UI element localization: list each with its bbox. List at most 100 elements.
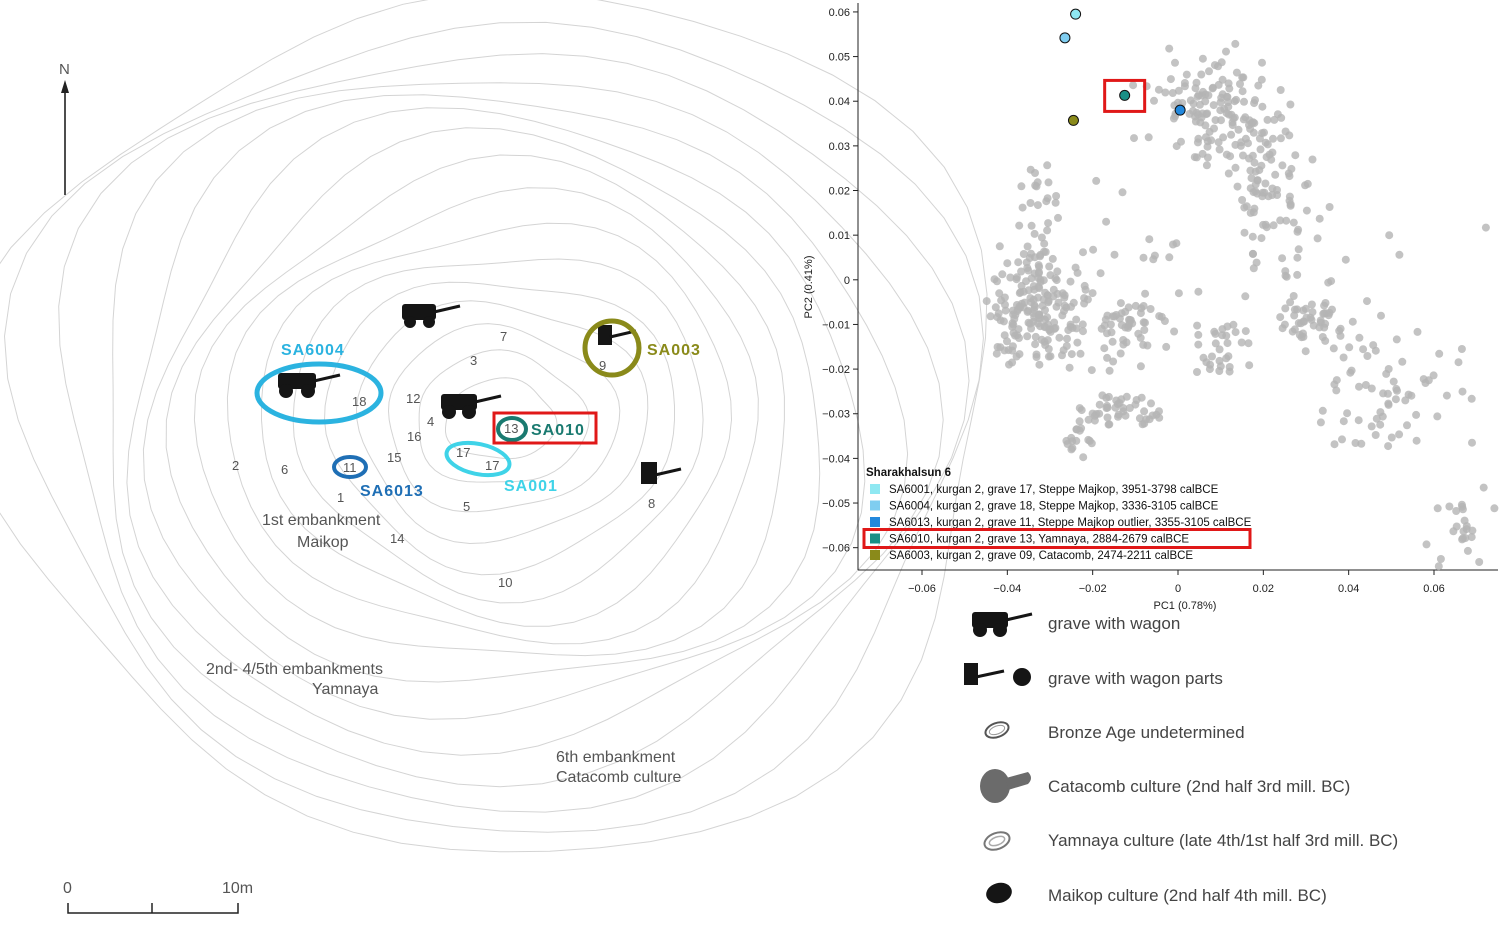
- reference-point: [1078, 320, 1087, 329]
- reference-point: [1224, 79, 1233, 88]
- reference-point: [1371, 431, 1380, 439]
- reference-point: [1206, 360, 1215, 369]
- reference-point: [1263, 115, 1272, 124]
- reference-point: [1234, 125, 1243, 134]
- reference-point: [1079, 453, 1088, 462]
- reference-point: [1223, 339, 1232, 348]
- reference-point: [1218, 325, 1227, 334]
- reference-point: [1041, 288, 1050, 297]
- reference-point: [1075, 417, 1084, 426]
- reference-point: [1261, 179, 1270, 188]
- reference-point: [1238, 73, 1247, 82]
- reference-point: [1136, 362, 1145, 371]
- reference-point: [1006, 273, 1015, 282]
- reference-point: [1009, 328, 1018, 337]
- reference-point: [1301, 304, 1310, 313]
- reference-point: [1065, 363, 1074, 372]
- reference-point: [1012, 352, 1021, 361]
- reference-point: [992, 349, 1001, 358]
- key-label: Bronze Age undetermined: [1048, 723, 1245, 742]
- reference-point: [1140, 407, 1149, 416]
- reference-point: [1278, 254, 1287, 263]
- reference-point: [1102, 217, 1111, 226]
- reference-point: [1258, 102, 1267, 111]
- reference-point: [1015, 334, 1023, 342]
- reference-point: [1261, 220, 1270, 229]
- reference-point: [1096, 269, 1105, 278]
- x-tick-label: 0.02: [1253, 583, 1274, 595]
- reference-point: [1347, 366, 1356, 375]
- reference-point: [1003, 337, 1011, 346]
- reference-point: [1295, 330, 1304, 339]
- reference-point: [1064, 326, 1073, 335]
- reference-point: [1256, 145, 1265, 154]
- reference-point: [1384, 399, 1393, 408]
- reference-point: [1236, 80, 1244, 88]
- north-arrow: N: [59, 61, 70, 195]
- reference-point: [1434, 562, 1443, 571]
- reference-point: [1000, 331, 1009, 340]
- reference-point: [1454, 358, 1463, 367]
- sa6013-label: SA6013: [360, 483, 424, 500]
- reference-point: [1302, 206, 1311, 215]
- reference-point: [1014, 258, 1023, 267]
- reference-point: [1201, 97, 1210, 106]
- reference-point: [982, 297, 991, 306]
- reference-point: [1031, 332, 1040, 341]
- reference-point: [1033, 201, 1042, 210]
- reference-point: [1023, 332, 1032, 341]
- sa6013-ellipse: [332, 455, 368, 479]
- reference-point: [1404, 390, 1413, 399]
- grave-numbers: 7 3 9 18 12 4 16 13 17 17 2 6 11 15 1 5 …: [232, 329, 655, 590]
- key-label: grave with wagon parts: [1048, 669, 1223, 688]
- sa001-ellipse: [444, 440, 512, 478]
- scale-start-label: 0: [63, 880, 72, 897]
- reference-point: [1149, 255, 1158, 264]
- reference-point: [1110, 250, 1119, 259]
- reference-point: [1044, 219, 1053, 228]
- reference-point: [1049, 292, 1058, 301]
- grave-number: 11: [343, 460, 357, 475]
- reference-point: [1170, 327, 1179, 336]
- legend-swatch: [870, 517, 880, 527]
- grave-number: 1: [337, 490, 344, 505]
- reference-point: [1100, 344, 1109, 353]
- reference-point: [1258, 192, 1267, 201]
- reference-point: [1054, 213, 1062, 222]
- reference-point: [1174, 289, 1183, 298]
- reference-point: [1224, 352, 1233, 361]
- reference-point: [1244, 339, 1253, 348]
- reference-point: [1217, 116, 1225, 125]
- reference-point: [1367, 384, 1376, 393]
- legend-label: SA6004, kurgan 2, grave 18, Steppe Majko…: [889, 501, 1219, 513]
- reference-point: [1117, 321, 1126, 330]
- reference-point: [1165, 253, 1174, 262]
- reference-point: [1008, 346, 1017, 355]
- reference-point: [1269, 221, 1278, 230]
- reference-point: [1079, 327, 1087, 336]
- reference-point: [1067, 350, 1076, 359]
- reference-point: [1458, 387, 1467, 396]
- reference-point: [1201, 121, 1210, 130]
- reference-point: [1355, 333, 1364, 342]
- reference-point: [1268, 191, 1277, 199]
- reference-point: [1050, 324, 1059, 333]
- reference-point: [1203, 153, 1212, 162]
- reference-point: [1040, 239, 1049, 248]
- reference-point: [1208, 352, 1216, 361]
- reference-point: [1084, 415, 1093, 424]
- reference-point: [1168, 89, 1177, 97]
- reference-point: [1338, 435, 1346, 444]
- reference-point: [1377, 311, 1385, 320]
- reference-point: [1253, 176, 1262, 185]
- reference-point: [1225, 363, 1234, 371]
- reference-point: [1210, 61, 1219, 70]
- reference-point: [1254, 81, 1263, 90]
- y-tick-label: −0.02: [822, 364, 850, 376]
- reference-point: [1103, 403, 1112, 412]
- reference-point: [1194, 340, 1203, 349]
- reference-point: [1146, 305, 1155, 313]
- reference-point: [1351, 439, 1360, 447]
- reference-point: [1171, 58, 1179, 67]
- y-tick-label: −0.05: [822, 498, 850, 510]
